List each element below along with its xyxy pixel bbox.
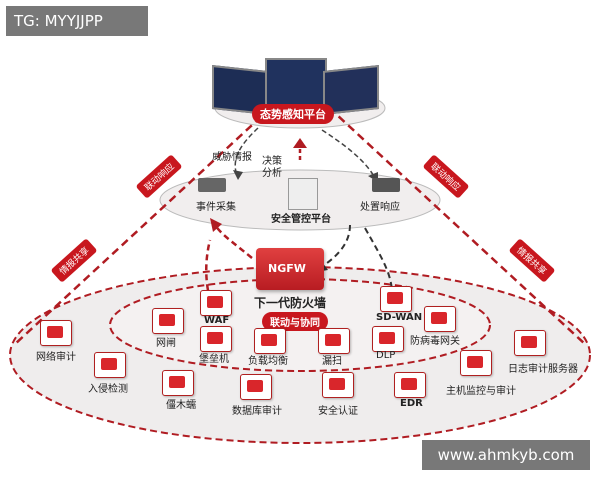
edr-icon (394, 372, 426, 398)
outer-node-intrusion: 入侵检测 (88, 384, 128, 395)
monitor-center-icon (265, 58, 327, 106)
bastion-icon (200, 326, 232, 352)
network-audit-icon (40, 320, 72, 346)
up-left-arrow (213, 224, 253, 259)
intrusion-detection-icon (94, 352, 126, 378)
watermark-top: TG: MYYJJPP (6, 6, 148, 36)
inner-node-gatekeeper: 网闸 (156, 338, 176, 349)
database-audit-icon (240, 374, 272, 400)
outer-node-botnet: 僵木蠕 (166, 400, 196, 411)
outer-node-auth: 安全认证 (318, 406, 358, 417)
auth-icon (322, 372, 354, 398)
ngfw-device-icon (256, 248, 324, 290)
inner-node-antivirus: 防病毒网关 (410, 336, 460, 347)
antivirus-gateway-icon (424, 306, 456, 332)
decision-label-2: 分析 (262, 168, 282, 179)
decision-label-1: 决策 (262, 156, 282, 167)
left-edge-line (13, 89, 291, 346)
outer-node-network-audit: 网络审计 (36, 352, 76, 363)
inner-node-load-balancer: 负载均衡 (248, 356, 288, 367)
scanner-icon (318, 328, 350, 354)
ngfw-logo: NGFW (268, 262, 306, 275)
situational-awareness-title: 态势感知平台 (252, 104, 334, 124)
server-icon (288, 178, 318, 210)
response-label: 处置响应 (360, 202, 400, 213)
linkage-pill: 联动与协同 (262, 312, 328, 331)
waf-icon (200, 290, 232, 316)
inner-node-bastion: 堡垒机 (199, 354, 229, 365)
dlp-icon (372, 326, 404, 352)
gatekeeper-icon (152, 308, 184, 334)
host-monitor-icon (460, 350, 492, 376)
inner-node-scanner: 漏扫 (322, 356, 342, 367)
security-control-title: 安全管控平台 (271, 214, 331, 225)
outer-node-db-audit: 数据库审计 (232, 406, 282, 417)
responder-icon (372, 178, 400, 192)
outer-node-host-monitor: 主机监控与审计 (446, 386, 516, 397)
inner-node-dlp: DLP (376, 350, 396, 361)
response-arrow (321, 129, 376, 179)
ngfw-title: 下一代防火墙 (254, 296, 327, 310)
right-edge-line (309, 89, 587, 346)
event-collector-icon (198, 178, 226, 192)
event-collect-label: 事件采集 (196, 202, 236, 213)
log-server-icon (514, 330, 546, 356)
watermark-bottom: www.ahmkyb.com (422, 440, 590, 470)
outer-node-log-server: 日志审计服务器 (508, 364, 578, 375)
down-arrow (319, 224, 351, 269)
inner-node-sdwan: SD-WAN (376, 312, 423, 323)
load-balancer-icon (254, 328, 286, 354)
botnet-icon (162, 370, 194, 396)
threat-intel-label: 威胁情报 (212, 152, 252, 163)
inner-node-waf: WAF (204, 315, 230, 326)
sdwan-icon (380, 286, 412, 312)
sdwan-arrow (364, 227, 393, 291)
outer-node-edr: EDR (400, 398, 423, 409)
